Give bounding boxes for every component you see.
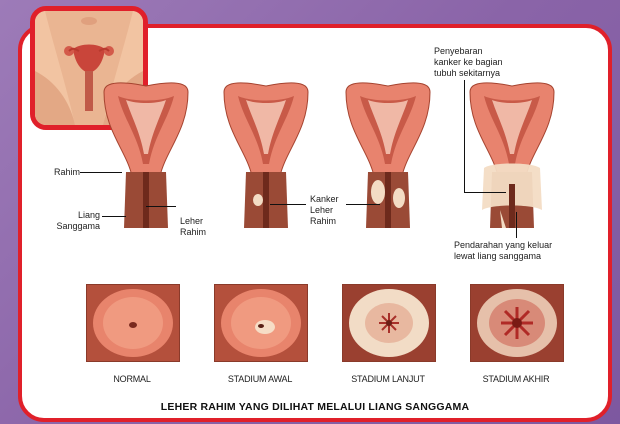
- stage-label-lanjut: STADIUM LANJUT: [333, 374, 443, 384]
- uterus-advanced: [338, 80, 438, 230]
- label-leher-rahim: Leher Rahim: [180, 216, 206, 238]
- pointer-penyebaran-h: [464, 192, 506, 193]
- pointer-liang: [102, 216, 126, 217]
- label-kanker-leher-rahim: Kanker Leher Rahim: [310, 194, 339, 227]
- pointer-leher-rahim: [146, 206, 176, 207]
- cervix-photo-normal: [86, 284, 180, 362]
- pointer-rahim: [80, 172, 122, 173]
- stage-label-normal: NORMAL: [77, 374, 187, 384]
- pointer-kanker-left: [270, 204, 306, 205]
- label-penyebaran: Penyebaran kanker ke bagian tubuh sekita…: [434, 46, 503, 79]
- cervix-photo-early: [214, 284, 308, 362]
- label-rahim: Rahim: [54, 167, 80, 178]
- uterus-normal: [96, 80, 196, 230]
- label-pendarahan: Pendarahan yang keluar lewat liang sangg…: [454, 240, 552, 262]
- cervix-photo-advanced: [342, 284, 436, 362]
- stage-label-awal: STADIUM AWAL: [205, 374, 315, 384]
- cervix-photo-late: [470, 284, 564, 362]
- label-liang-sanggama: Liang Sanggama: [44, 210, 100, 232]
- uterus-late: [462, 80, 562, 230]
- pointer-penyebaran-v: [464, 80, 465, 192]
- figure-caption: LEHER RAHIM YANG DILIHAT MELALUI LIANG S…: [80, 401, 550, 413]
- uterus-early: [216, 80, 316, 230]
- pointer-kanker-right: [346, 204, 380, 205]
- stage-label-akhir: STADIUM AKHIR: [461, 374, 571, 384]
- pointer-pendarahan: [516, 212, 517, 238]
